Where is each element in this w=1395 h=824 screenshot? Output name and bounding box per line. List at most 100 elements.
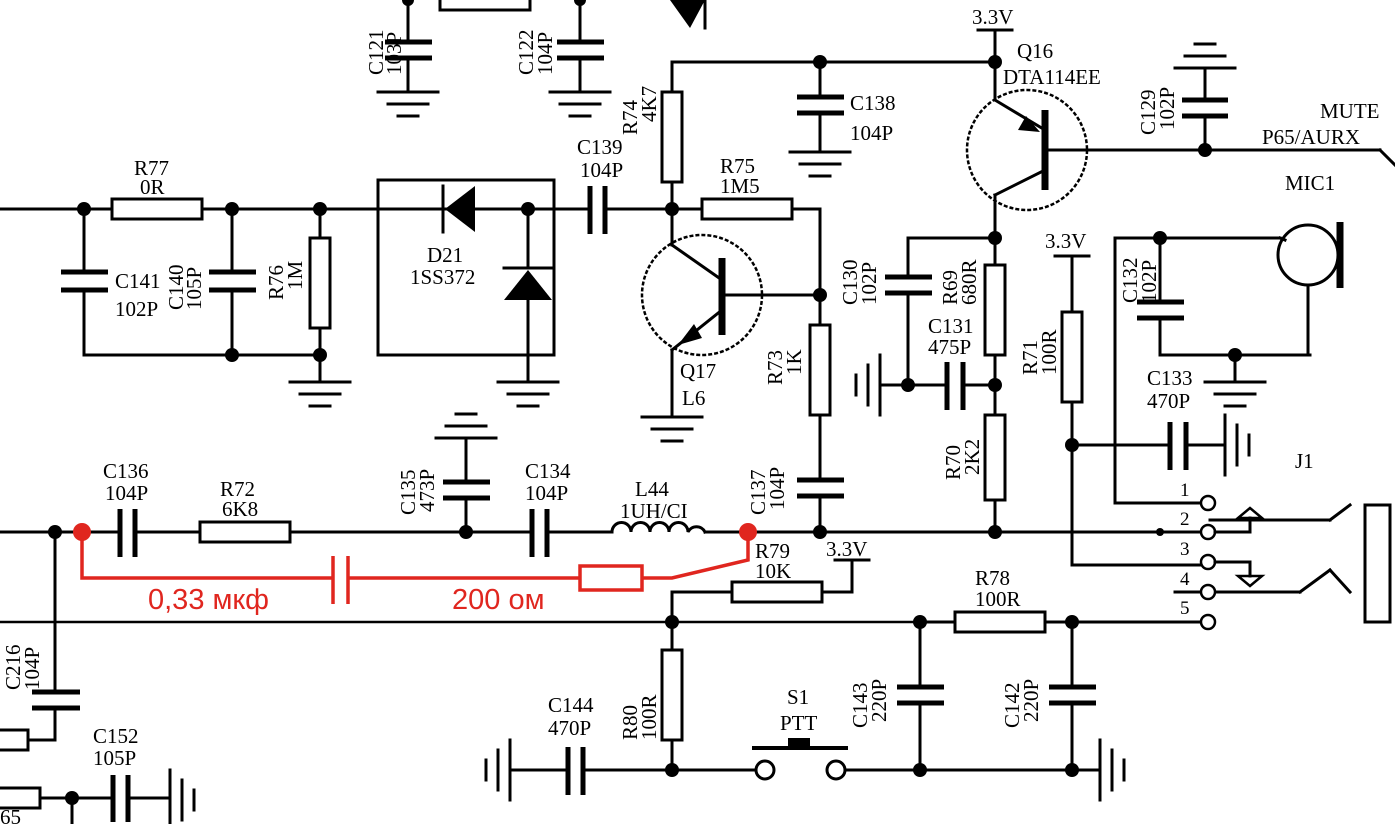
c133-ref: C133 xyxy=(1147,366,1193,390)
left-resistor-fragment xyxy=(0,728,30,752)
c144-ref: C144 xyxy=(548,693,594,717)
c143-ref: C143 xyxy=(848,682,872,728)
r76-body xyxy=(308,236,332,330)
r77-ref: R77 xyxy=(134,156,169,180)
jack-pin-2: 2 xyxy=(1180,509,1190,530)
c136-value: 104P xyxy=(105,481,148,505)
c144-value: 470P xyxy=(548,716,591,740)
c216-ref: C216 xyxy=(1,644,25,690)
r74-body xyxy=(660,90,684,184)
c122-ref: C122 xyxy=(514,29,538,75)
c131-value: 475P xyxy=(928,335,971,359)
c133-value: 470P xyxy=(1147,389,1190,413)
c136-ref: C136 xyxy=(103,459,149,483)
top-resistor-body xyxy=(438,0,532,12)
c130-ref: C130 xyxy=(838,259,862,305)
ground-icon xyxy=(548,90,612,118)
ground-icon xyxy=(854,353,882,417)
r75-ref: R75 xyxy=(720,154,755,178)
partial-net-label: 65 xyxy=(0,805,21,824)
ground-icon xyxy=(434,412,498,440)
c135-value: 473P xyxy=(415,469,439,512)
r76-ref: R76 xyxy=(264,265,288,300)
ground-icon xyxy=(496,380,560,408)
c138-value: 104P xyxy=(850,121,893,145)
c129-ref: C129 xyxy=(1136,89,1160,135)
r79-ref: R79 xyxy=(755,539,790,563)
ground-icon xyxy=(640,415,704,443)
ground-icon xyxy=(376,90,440,118)
c131-ref: C131 xyxy=(928,314,974,338)
microphone-mic1 xyxy=(1276,222,1344,357)
ground-icon xyxy=(1203,380,1267,408)
c134-ref: C134 xyxy=(525,459,571,483)
q17-ref: Q17 xyxy=(680,359,716,383)
c132-value: 102P xyxy=(1137,260,1161,303)
r80-body xyxy=(660,648,684,742)
q16-supply: 3.3V xyxy=(972,5,1013,29)
c141-value: 102P xyxy=(115,297,158,321)
q16-value: DTA114EE xyxy=(1003,65,1101,89)
grounds xyxy=(168,42,1267,824)
s1-value: PTT xyxy=(780,711,818,735)
q17-value: L6 xyxy=(682,386,705,410)
r72-value: 6K8 xyxy=(222,497,258,521)
c138-ref: C138 xyxy=(850,91,896,115)
annotation-resistor-value: 200 ом xyxy=(452,584,545,616)
p65-net-label: P65/AURX xyxy=(1262,125,1360,149)
added-rc-network xyxy=(73,523,757,604)
r73-body xyxy=(808,323,832,417)
r75-value: 1M5 xyxy=(720,174,760,198)
ground-icon xyxy=(168,768,196,824)
c152-ref: C152 xyxy=(93,724,139,748)
r69-value: 680R xyxy=(957,259,981,305)
r69-body xyxy=(983,263,1007,357)
ground-icon xyxy=(1173,42,1237,70)
r77-value: 0R xyxy=(140,175,165,199)
c121-ref: C121 xyxy=(364,29,388,75)
c140-ref: C140 xyxy=(164,264,188,310)
r76-value: 1M xyxy=(283,261,307,291)
c139-value: 104P xyxy=(580,158,623,182)
c141-ref: C141 xyxy=(115,269,161,293)
c134-value: 104P xyxy=(525,481,568,505)
r74-value: 4K7 xyxy=(637,86,661,122)
r73-ref: R73 xyxy=(763,350,787,385)
ground-icon xyxy=(1223,413,1251,477)
jack-pin-5: 5 xyxy=(1180,598,1190,619)
junctions xyxy=(48,0,1242,805)
c122-value: 104P xyxy=(533,32,557,75)
capacitors xyxy=(32,0,1228,822)
r71-supply: 3.3V xyxy=(1045,229,1086,253)
c121-value: 103P xyxy=(382,32,406,75)
ground-icon xyxy=(484,738,512,802)
r70-body xyxy=(983,413,1007,502)
r78-body xyxy=(953,610,1047,634)
r71-ref: R71 xyxy=(1018,340,1042,375)
r78-ref: R78 xyxy=(975,566,1010,590)
jack-pin-4: 4 xyxy=(1180,569,1190,590)
c135-ref: C135 xyxy=(396,469,420,515)
r70-ref: R70 xyxy=(941,445,965,480)
c142-value: 220P xyxy=(1019,679,1043,722)
r77-body xyxy=(110,197,204,221)
c137-ref: C137 xyxy=(746,469,770,515)
ground-icon xyxy=(788,150,852,178)
j1-ref: J1 xyxy=(1295,449,1314,473)
ground-icon xyxy=(1098,738,1126,802)
c143-value: 220P xyxy=(867,679,891,722)
r73-value: 1K xyxy=(782,349,806,375)
c137-value: 104P xyxy=(765,467,789,510)
transistor-q16 xyxy=(965,88,1089,212)
jack-pin-3: 3 xyxy=(1180,539,1190,560)
c129-value: 102P xyxy=(1155,87,1179,130)
c152-value: 105P xyxy=(93,746,136,770)
r79-value: 10K xyxy=(755,559,791,583)
r69-ref: R69 xyxy=(938,270,962,305)
c142-ref: C142 xyxy=(1000,682,1024,728)
r80-value: 100R xyxy=(637,694,661,740)
r72-body xyxy=(198,520,292,544)
mute-net-label: MUTE xyxy=(1320,99,1380,123)
diode-d21 xyxy=(441,184,554,300)
